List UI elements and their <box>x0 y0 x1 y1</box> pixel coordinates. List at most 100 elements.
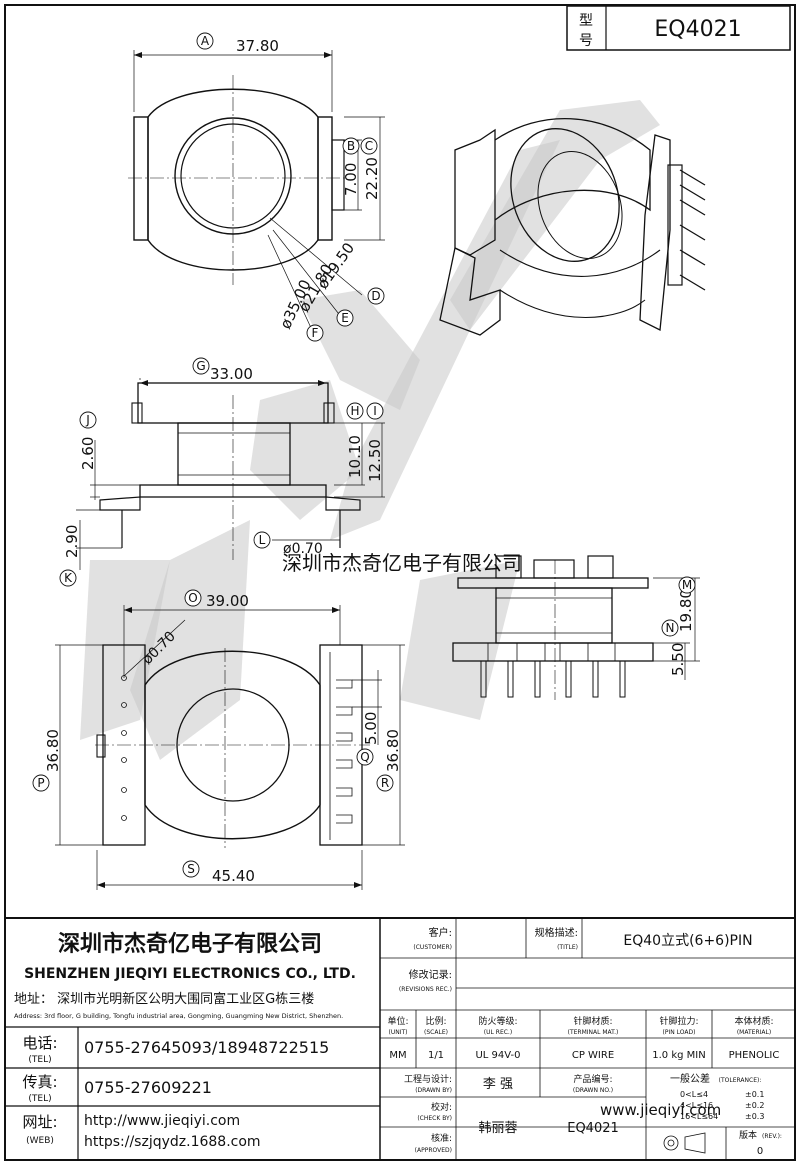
tel-label: 电话: <box>22 1034 57 1052</box>
tol2-range: 4<L≤16 <box>680 1101 713 1110</box>
dim-L-value: ø0.70 <box>283 541 323 557</box>
product-title: EQ40立式(6+6)PIN <box>623 933 752 949</box>
model-label-2: 号 <box>579 33 593 49</box>
rev-label: 版本 <box>739 1129 757 1141</box>
web-url-2: https://szjqydz.1688.com <box>84 1134 261 1150</box>
drawn-label: 工程与设计: <box>404 1073 452 1085</box>
scale-label: 比例: <box>425 1015 446 1027</box>
tol1-range: 0<L≤4 <box>680 1090 708 1099</box>
tol2-value: ±0.2 <box>745 1101 764 1110</box>
unit-label-en: (UNIT) <box>389 1029 408 1036</box>
label-P: P <box>37 776 44 790</box>
tol1-value: ±0.1 <box>745 1090 764 1099</box>
drawing-no-label-en: (DRAWN NO.) <box>573 1087 613 1094</box>
label-M: M <box>682 578 692 592</box>
scale-label-en: (SCALE) <box>424 1029 448 1036</box>
title-block: 深圳市杰奇亿电子有限公司 SHENZHEN JIEQIYI ELECTRONIC… <box>4 917 796 1161</box>
projection-symbol-icon <box>663 1132 706 1154</box>
iso-pins <box>667 164 706 291</box>
front-pins <box>480 643 626 698</box>
dim-Q-value: 5.00 <box>362 712 380 745</box>
unit-label: 单位: <box>387 1015 408 1027</box>
label-S: S <box>187 862 195 876</box>
unit-value: MM <box>389 1050 406 1061</box>
drawn-label-en: (DRAWN BY) <box>415 1087 452 1094</box>
watermark-url: www.jieqiyi.com <box>600 1101 721 1119</box>
check-label-en: (CHECK BY) <box>417 1115 452 1122</box>
front-view: 19.80 5.50 <box>452 555 700 700</box>
terminal-value: CP WIRE <box>572 1050 614 1061</box>
label-D: D <box>371 289 380 303</box>
model-number: EQ4021 <box>654 17 741 42</box>
watermark-center-text: 深圳市杰奇亿电子有限公司 <box>282 551 522 575</box>
dim-S-value: 45.40 <box>212 867 255 885</box>
ul-value: UL 94V-0 <box>475 1050 520 1061</box>
title-label: 规格描述: <box>535 926 578 939</box>
top-view: 37.80 22.20 7.00 ø19.50 ø21.80 ø35.00 <box>128 37 385 332</box>
title-label-en: (TITLE) <box>557 944 578 951</box>
dim-A-value: 37.80 <box>236 37 279 55</box>
drawing-no-value: EQ4021 <box>567 1121 619 1136</box>
model-box: 型 号 EQ4021 <box>566 5 791 51</box>
material-label-en: (MATERIAL) <box>737 1029 771 1036</box>
tol3-value: ±0.3 <box>745 1112 764 1121</box>
pinload-label: 针脚拉力: <box>659 1015 698 1027</box>
approved-label: 核准: <box>431 1132 452 1144</box>
label-H: H <box>350 404 359 418</box>
revisions-label-en: (REVISIONS REC.) <box>399 986 452 993</box>
label-I: I <box>373 404 377 418</box>
isometric-view <box>439 118 706 336</box>
side-view: 33.00 10.10 12.50 2.60 2.90 ø0.70 <box>63 365 385 570</box>
dim-C-value: 22.20 <box>363 157 381 200</box>
dim-I-value: 12.50 <box>366 439 384 482</box>
ul-label: 防火等级: <box>478 1015 517 1027</box>
dim-R-value: 36.80 <box>384 729 402 772</box>
address-en: Address: 3rd floor, G building, Tongfu i… <box>14 1012 343 1020</box>
tolerance-label: 一般公差 <box>670 1072 710 1085</box>
rev-value: 0 <box>757 1146 763 1157</box>
approved-label-en: (APPROVED) <box>415 1147 452 1154</box>
web-label: 网址: <box>22 1113 57 1131</box>
terminal-label: 针脚材质: <box>573 1015 612 1027</box>
dim-G-value: 33.00 <box>210 365 253 383</box>
label-A: A <box>201 34 210 48</box>
model-label-1: 型 <box>579 13 593 29</box>
ul-label-en: (UL REC.) <box>484 1029 512 1036</box>
label-O: O <box>188 591 197 605</box>
reference-labels: A B C D E F G H I J K L M N O P Q R S <box>32 32 696 878</box>
revisions-label: 修改记录: <box>409 968 452 981</box>
label-J: J <box>85 413 90 427</box>
label-E: E <box>341 311 349 325</box>
label-Q: Q <box>360 750 369 764</box>
dim-K-value: 2.90 <box>63 525 81 558</box>
web-url-1: http://www.jieqiyi.com <box>84 1113 240 1129</box>
customer-label-en: (CUSTOMER) <box>413 944 452 951</box>
label-G: G <box>196 359 205 373</box>
dim-O-value: 39.00 <box>206 592 249 610</box>
label-C: C <box>365 139 373 153</box>
label-L: L <box>259 533 266 547</box>
drawn-value: 李 强 <box>483 1077 513 1092</box>
company-name-cn: 深圳市杰奇亿电子有限公司 <box>58 931 322 957</box>
dim-B-value: 7.00 <box>342 163 360 196</box>
rev-label-en: (REV.): <box>762 1133 782 1140</box>
material-value: PHENOLIC <box>729 1050 780 1061</box>
fax-value: 0755-27609221 <box>84 1078 212 1097</box>
check-value: 韩丽蓉 <box>478 1121 517 1136</box>
dim-P-value: 36.80 <box>44 729 62 772</box>
drawing-sheet <box>4 4 796 1161</box>
check-label: 校对: <box>431 1101 452 1113</box>
label-K: K <box>64 571 73 585</box>
bottom-left-pins <box>121 675 127 821</box>
tel-label-en: (TEL) <box>28 1055 51 1065</box>
label-N: N <box>666 621 675 635</box>
dim-N-value: 5.50 <box>669 643 687 676</box>
tol3-range: 16<L≤64 <box>680 1112 718 1121</box>
pinload-value: 1.0 kg MIN <box>652 1050 705 1061</box>
scale-value: 1/1 <box>428 1050 444 1061</box>
dim-J-value: 2.60 <box>79 437 97 470</box>
company-name-en: SHENZHEN JIEQIYI ELECTRONICS CO., LTD. <box>24 966 356 982</box>
label-B: B <box>347 139 355 153</box>
fax-label-en: (TEL) <box>28 1094 51 1104</box>
